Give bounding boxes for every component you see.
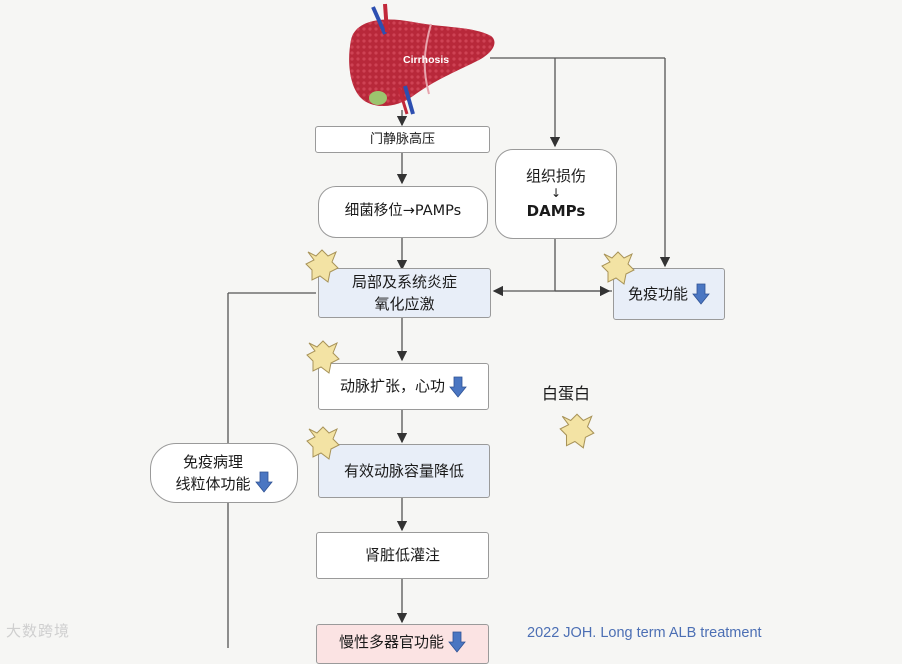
immune-function-box: 免疫功能 — [613, 268, 725, 320]
liver-label: Cirrhosis — [403, 54, 449, 66]
connectors — [227, 57, 671, 648]
albumin-molecule-icon — [305, 249, 339, 283]
inflammation-label: 局部及系统炎症 氧化应激 — [351, 272, 457, 314]
liver-icon: Cirrhosis — [349, 3, 495, 115]
albumin-molecule-icon — [306, 340, 340, 374]
albumin-label: 白蛋白 — [542, 384, 591, 403]
vasodilation-label: 动脉扩张，心功 — [339, 377, 445, 396]
effective-volume-label: 有效动脉容量降低 — [343, 461, 464, 480]
vasodilation-box: 动脉扩张，心功 — [318, 363, 489, 410]
citation: 2022 JOH. Long term ALB treatment — [527, 625, 762, 641]
tissue-damage-line1: 组织损伤 — [525, 166, 586, 185]
organ-failure-label: 慢性多器官功能 — [338, 633, 444, 651]
bacterial-translocation-box: 细菌移位→PAMPs — [318, 186, 488, 238]
effective-volume-box: 有效动脉容量降低 — [318, 444, 490, 498]
renal-hypoperfusion-label: 肾脏低灌注 — [364, 546, 440, 565]
watermark: 大数跨境 — [6, 622, 71, 640]
bacterial-translocation-label: 细菌移位→PAMPs — [344, 203, 462, 220]
albumin-molecule-icon — [601, 251, 635, 285]
organ-failure-box: 慢性多器官功能 — [316, 624, 489, 664]
down-arrow-icon — [448, 631, 466, 653]
immunopathology-box: 免疫病理 线粒体功能 — [150, 443, 298, 503]
down-arrow-icon — [254, 471, 273, 493]
down-arrow-icon — [449, 376, 467, 398]
inflammation-box: 局部及系统炎症 氧化应激 — [318, 268, 491, 318]
renal-hypoperfusion-box: 肾脏低灌注 — [316, 532, 489, 579]
portal-hypertension-box: 门静脉高压 — [315, 126, 490, 153]
flowchart: Cirrhosis 门静脉高压 细菌移位→PAMPs 组织损伤 ↓ DAMPs … — [6, 3, 762, 664]
albumin-molecule-icon — [559, 413, 595, 449]
portal-hypertension-label: 门静脉高压 — [369, 131, 435, 147]
immunopathology-label: 免疫病理 线粒体功能 — [175, 452, 251, 494]
tissue-damage-arrow: ↓ — [550, 186, 562, 201]
tissue-damage-line2: DAMPs — [526, 201, 586, 220]
down-arrow-icon — [692, 283, 710, 305]
tissue-damage-box: 组织损伤 ↓ DAMPs — [495, 149, 617, 239]
immune-function-label: 免疫功能 — [627, 284, 688, 303]
albumin-molecule-icon — [306, 426, 340, 460]
